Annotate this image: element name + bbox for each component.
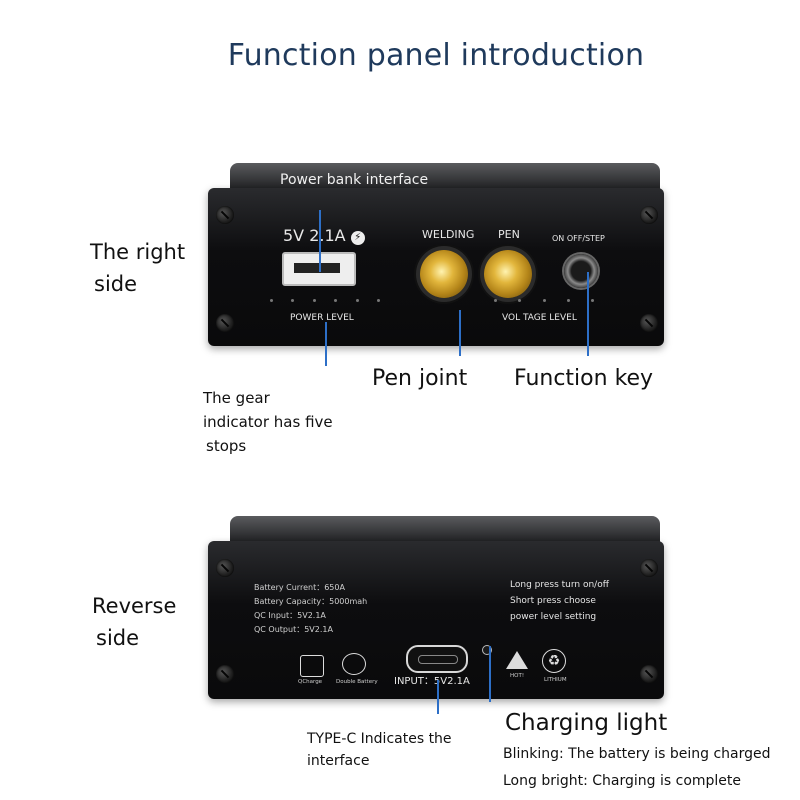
pen-joint-callout: Pen joint xyxy=(372,366,468,391)
welding-label: WELDING xyxy=(422,228,475,241)
instruction-line: Long press turn on/off xyxy=(510,580,609,590)
typec-pointer xyxy=(437,680,439,714)
page-title: Function panel introduction xyxy=(227,38,645,73)
gear-callout: The gear indicator has five stops xyxy=(203,386,333,458)
back-side-label: Reverse side xyxy=(92,590,176,654)
screw-icon xyxy=(216,206,234,224)
front-side-label-line1: The right xyxy=(90,240,186,264)
screw-icon xyxy=(640,206,658,224)
blinking-text: Blinking: The battery is being charged xyxy=(503,746,771,762)
pen-terminal[interactable] xyxy=(484,250,532,298)
onoff-label: ON OFF/STEP xyxy=(552,234,605,243)
typec-line2: interface xyxy=(307,753,370,769)
lithium-caption: LITHIUM xyxy=(544,677,567,683)
back-side-label-line1: Reverse xyxy=(92,594,177,618)
instructions: Long press turn on/off Short press choos… xyxy=(510,577,609,625)
qcharge-icon xyxy=(300,655,324,677)
power-level-pointer xyxy=(325,322,327,366)
usb-callout: Power bank interface xyxy=(280,172,429,188)
power-level-label: POWER LEVEL xyxy=(290,313,354,323)
gear-line3: stops xyxy=(206,437,247,455)
voltage-level-label: VOL TAGE LEVEL xyxy=(502,313,577,323)
back-device-top xyxy=(230,516,660,544)
screw-icon xyxy=(216,314,234,332)
spec-line: Battery Capacity：5000mah xyxy=(254,597,368,606)
gear-line1: The gear xyxy=(203,389,270,407)
double-battery-caption: Double Battery xyxy=(336,679,378,685)
screw-icon xyxy=(216,665,234,683)
instruction-line: power level setting xyxy=(510,612,597,622)
hot-caption: HOT! xyxy=(510,673,525,679)
screw-icon xyxy=(216,559,234,577)
double-battery-icon xyxy=(342,653,366,675)
typec-line1: TYPE-C Indicates the xyxy=(307,731,452,747)
usb-port-icon xyxy=(294,263,340,273)
front-side-label-line2: side xyxy=(94,272,138,296)
typec-port[interactable] xyxy=(406,645,468,673)
lithium-recycle-icon: ♻ xyxy=(542,649,566,673)
front-side-label: The right side xyxy=(90,236,185,300)
back-panel: Battery Current：650A Battery Capacity：50… xyxy=(208,541,664,699)
spec-line: QC Input：5V2.1A xyxy=(254,611,326,620)
spec-list: Battery Current：650A Battery Capacity：50… xyxy=(254,581,367,637)
charging-light-callout: Charging light xyxy=(505,710,668,736)
welding-terminal[interactable] xyxy=(420,250,468,298)
gear-line2: indicator has five xyxy=(203,413,333,431)
usb-pointer xyxy=(319,210,321,272)
front-panel: 5V 2.1A ⚡ POWER LEVEL WELDING PEN ON OFF… xyxy=(208,188,664,346)
typec-callout: TYPE-C Indicates the interface xyxy=(307,728,452,772)
spec-line: QC Output：5V2.1A xyxy=(254,625,333,634)
back-side-label-line2: side xyxy=(96,626,140,650)
function-key-pointer xyxy=(587,272,589,356)
charging-led xyxy=(482,645,492,655)
screw-icon xyxy=(640,314,658,332)
instruction-line: Short press choose xyxy=(510,596,596,606)
pen-label: PEN xyxy=(498,228,520,241)
hot-warning-icon xyxy=(506,651,528,669)
front-device-top xyxy=(230,163,660,191)
screw-icon xyxy=(640,665,658,683)
function-key-button[interactable] xyxy=(564,254,598,288)
power-level-dots xyxy=(270,299,380,302)
charging-light-pointer xyxy=(489,646,491,702)
voltage-level-dots xyxy=(494,299,594,302)
usb-spec: 5V 2.1A ⚡ xyxy=(283,226,365,245)
pen-joint-pointer xyxy=(459,310,461,356)
input-label: INPUT：5V2.1A xyxy=(394,676,470,687)
screw-icon xyxy=(640,559,658,577)
qcharge-caption: QCharge xyxy=(298,679,323,685)
long-bright-text: Long bright: Charging is complete xyxy=(503,773,742,789)
lightning-icon: ⚡ xyxy=(350,231,365,245)
spec-line: Battery Current：650A xyxy=(254,583,345,592)
function-key-callout: Function key xyxy=(514,366,654,391)
typec-inner xyxy=(418,655,458,664)
usb-spec-text: 5V 2.1A xyxy=(283,226,346,245)
